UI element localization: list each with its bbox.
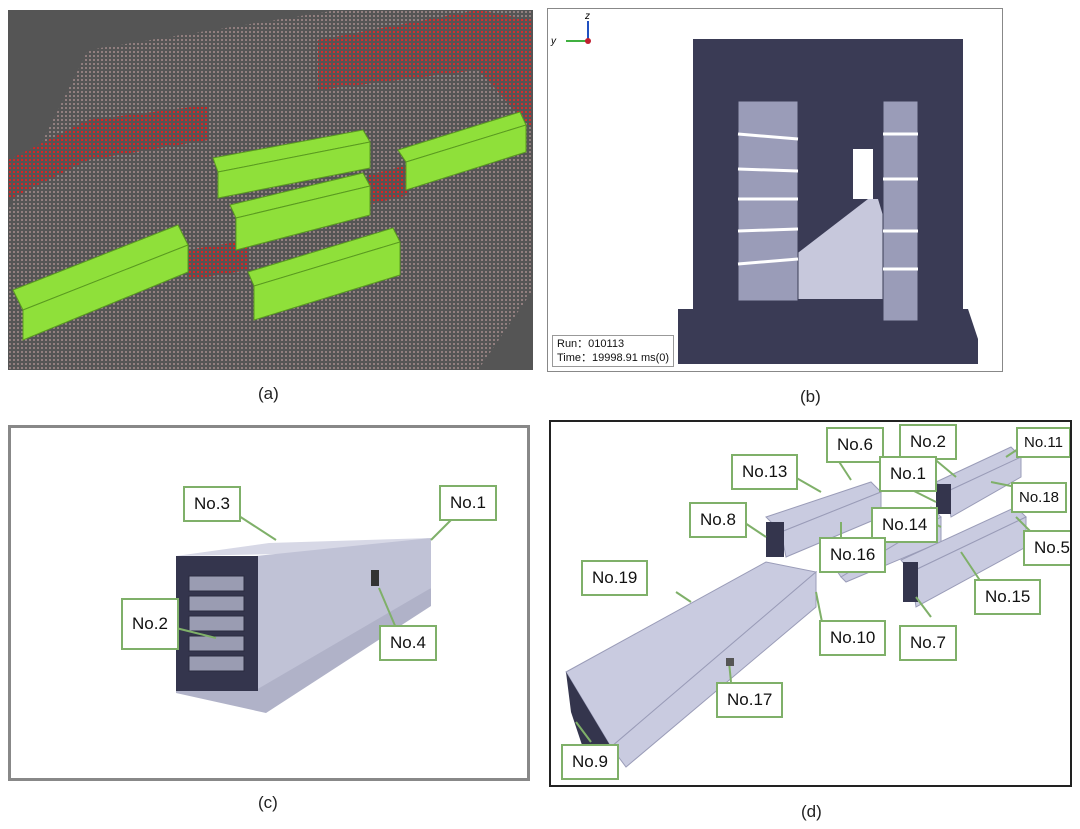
label-no-1: No.1: [879, 456, 937, 492]
point-cloud-render: [8, 10, 533, 370]
caption-d: (d): [801, 802, 822, 821]
label-no-13: No.13: [731, 454, 799, 490]
label-no-2: No.2: [899, 424, 957, 460]
label-no-17: No.17: [716, 682, 784, 718]
time-value: Time：19998.91 ms(0): [557, 352, 670, 364]
label-no-9: No.9: [561, 744, 619, 780]
caption-c: (c): [258, 793, 278, 812]
caption-b: (b): [800, 387, 821, 406]
label-no-4: No.4: [379, 625, 437, 661]
label-no-8: No.8: [689, 502, 747, 538]
label-no-1: No.1: [439, 485, 497, 521]
label-no-2: No.2: [121, 598, 179, 650]
rack-render: [175, 515, 452, 713]
panel-a-point-cloud: [8, 10, 533, 370]
label-no-11: No.11: [1016, 427, 1070, 458]
label-no-7: No.7: [899, 625, 957, 661]
axis-y-label: y: [550, 36, 557, 47]
axis-z-label: z: [584, 11, 590, 22]
axis-triad-icon: [566, 21, 591, 44]
label-no-16: No.16: [819, 537, 887, 573]
label-no-10: No.10: [819, 620, 887, 656]
label-no-15: No.15: [974, 579, 1042, 615]
panel-c-single-rack: No.3 No.1 No.2 No.4: [8, 425, 530, 781]
run-info-box: Run：010113 Time：19998.91 ms(0): [552, 335, 675, 367]
caption-a: (a): [258, 384, 279, 403]
panel-b-simulation-view: z y Run：010113 Time：19998.91 ms(0): [547, 8, 1003, 372]
green-rack-blocks: [12, 111, 527, 341]
label-no-3: No.3: [183, 486, 241, 522]
label-no-18: No.18: [1011, 482, 1068, 513]
label-no-5: No.5: [1023, 530, 1070, 566]
label-no-6: No.6: [826, 427, 884, 463]
label-no-19: No.19: [581, 560, 649, 596]
panel-d-rack-layout: No.13 No.6 No.2 No.11 No.1 No.18 No.8 No…: [549, 420, 1072, 787]
corridor-render: z y: [550, 11, 978, 364]
run-value: Run：010113: [557, 338, 625, 350]
